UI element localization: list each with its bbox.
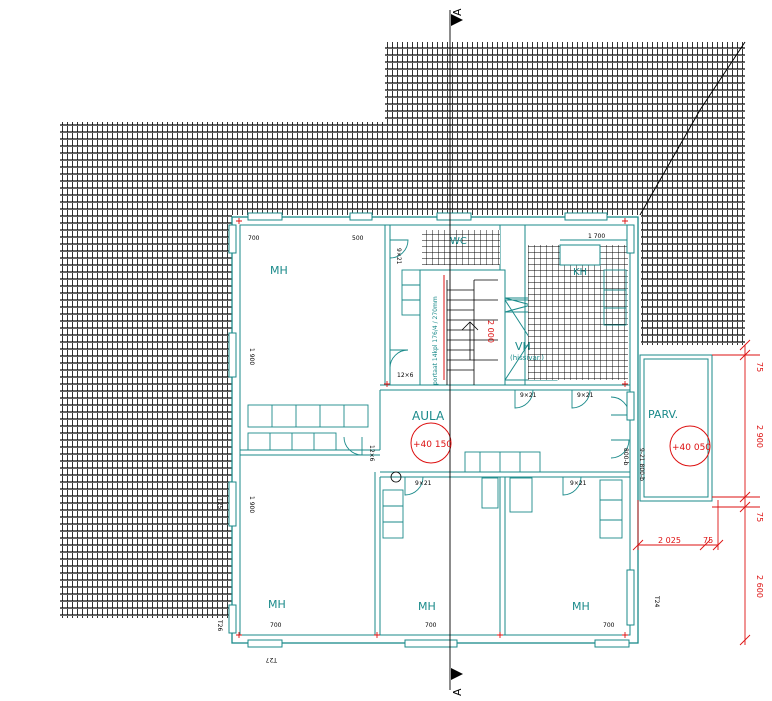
wall-tag-t1: T26 (216, 619, 223, 631)
windows (228, 212, 635, 648)
closets (247, 269, 627, 539)
corner-markers (236, 218, 628, 638)
door-mark-d4: 9×21 (570, 480, 587, 487)
section-label-bottom: A (451, 688, 464, 696)
door-mark-d2: 9×21 (577, 392, 594, 399)
room-label-aula: AULA (412, 409, 445, 423)
room-label-mh-bottom-left: MH (268, 598, 286, 611)
wet-room-tiling (422, 230, 628, 380)
door-mark-d3: 9×21 (415, 480, 432, 487)
window-mark-bot-700c: 700 (603, 622, 615, 629)
dim-horiz-b: 75 (703, 536, 713, 545)
balcony (639, 354, 713, 502)
door-mark-d6: 12×6 (368, 445, 375, 462)
room-label-wc: WC (450, 236, 467, 247)
room-label-mh-top-left: MH (270, 264, 288, 277)
window-mark-top-500: 500 (352, 235, 364, 242)
room-label-hissivar: (hissivar.) (510, 354, 544, 362)
level-markers (410, 422, 711, 467)
door-mark-d5: 12×6 (397, 372, 414, 379)
window-mark-top-700: 700 (248, 235, 260, 242)
wall-tag-t3: T27 (266, 656, 278, 663)
stair-note: portaat 14kpl 176/4 / 270mm (432, 296, 439, 385)
dimension-lines (632, 339, 760, 646)
wall-tag-t4: T24 (653, 595, 660, 607)
window-mark-left-1900b: 1 900 (248, 496, 255, 513)
level-aula: +40 150 (413, 440, 452, 450)
dim-right-c: 75 (755, 512, 764, 522)
window-mark-right-tag: 800-b (622, 448, 629, 466)
window-mark-right-tag2: 9-21 800-b (638, 448, 645, 481)
section-label-top: A (451, 8, 464, 16)
door-mark-d7: 9×21 (395, 248, 402, 265)
room-label-vh: VH (515, 340, 531, 353)
stairs (446, 279, 498, 385)
window-mark-bot-700a: 700 (270, 622, 282, 629)
room-label-parv: PARV. (648, 408, 678, 421)
level-parv: +40 050 (672, 443, 711, 453)
dim-right-d: 2 600 (755, 575, 764, 598)
section-line (390, 10, 463, 690)
room-label-mh-bottom-mid: MH (418, 600, 436, 613)
dim-horiz-a: 2 025 (658, 536, 681, 545)
door-mark-d1: 9×21 (520, 392, 537, 399)
window-mark-bot-700b: 700 (425, 622, 437, 629)
wall-tag-t2: T25 (216, 497, 223, 509)
room-label-kh: KH (573, 267, 587, 278)
room-label-mh-bottom-right: MH (572, 600, 590, 613)
dim-right-a: 75 (755, 362, 764, 372)
stair-rise: 2 000 (486, 320, 495, 343)
window-mark-left-1900a: 1 900 (248, 348, 255, 365)
window-mark-top-1700: 1 700 (588, 233, 605, 240)
dim-right-b: 2 900 (755, 425, 764, 448)
